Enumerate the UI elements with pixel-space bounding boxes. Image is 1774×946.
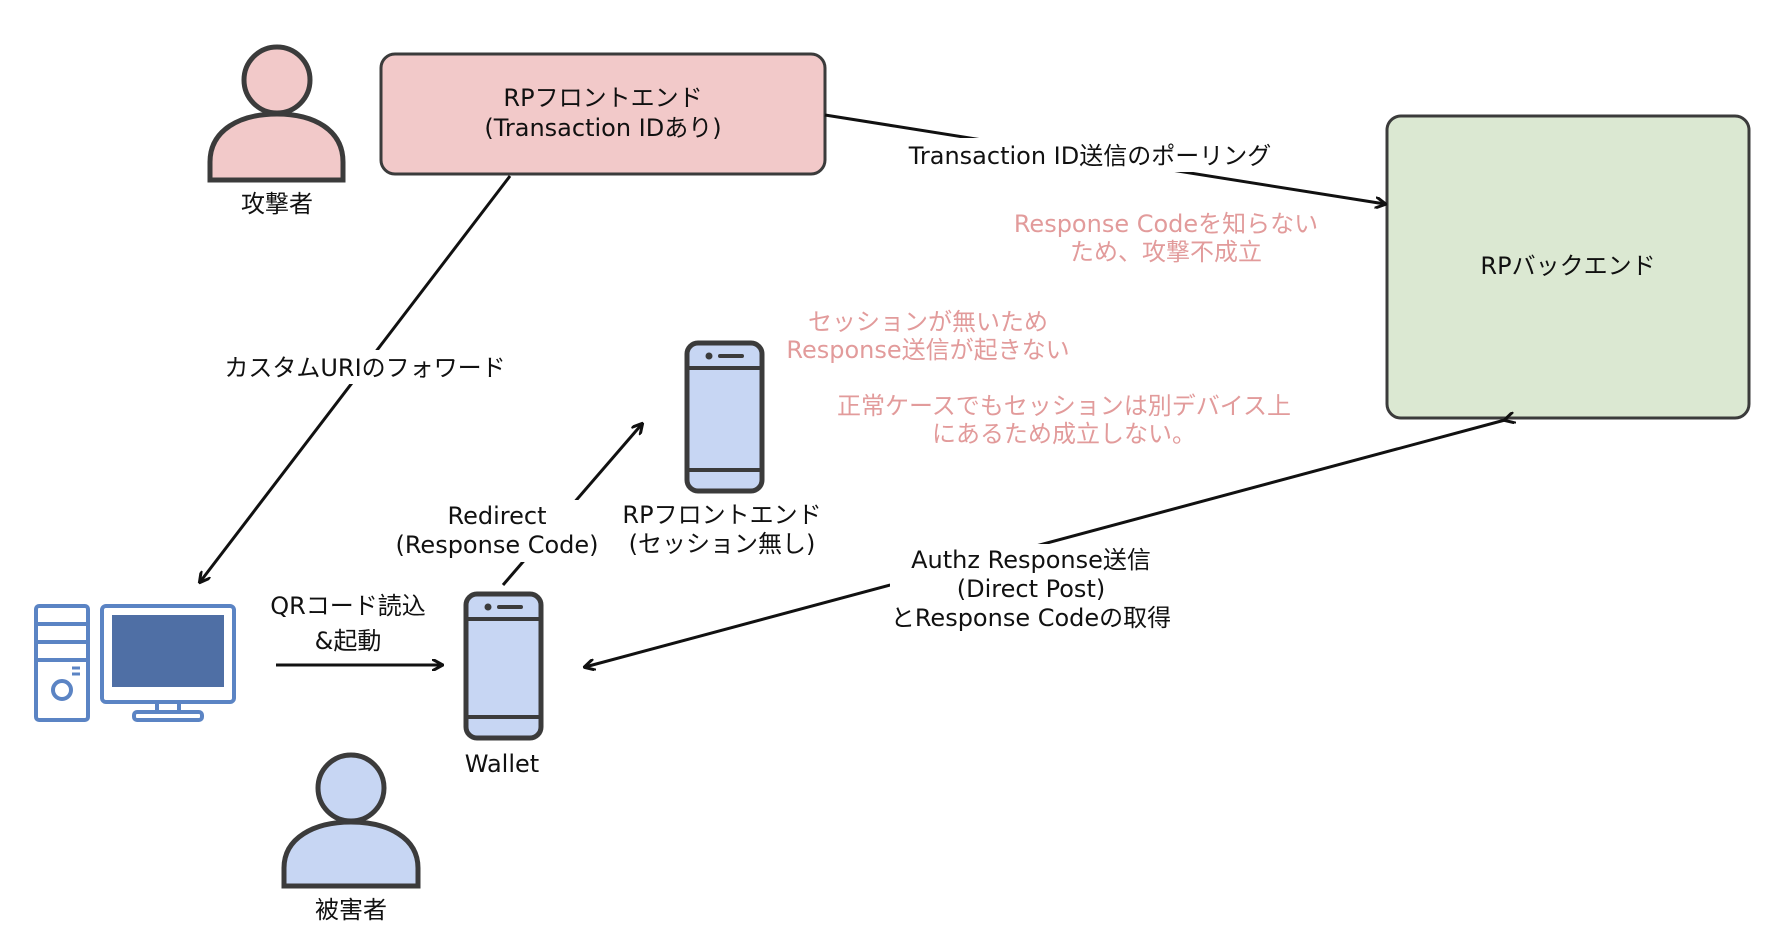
no-code-note-line1: Response Codeを知らない bbox=[1014, 210, 1318, 238]
wallet-smartphone-icon bbox=[463, 591, 544, 741]
forward-label: カスタムURIのフォワード bbox=[224, 354, 505, 382]
attacker-person-icon bbox=[207, 44, 346, 183]
rp-frontend-attacker-box: RPフロントエンド (Transaction IDあり) bbox=[379, 52, 827, 176]
no-session-note-line2: Response送信が起きない bbox=[786, 336, 1069, 364]
polling-label-bg bbox=[910, 138, 1270, 172]
rp-frontend-victim-subtitle: (セッション無し) bbox=[629, 530, 816, 558]
victim-person-icon bbox=[281, 752, 421, 889]
redirect-label-line2: (Response Code) bbox=[395, 531, 598, 559]
rp-frontend-victim-smartphone-icon bbox=[684, 340, 765, 494]
rp-frontend-victim-title: RPフロントエンド bbox=[622, 501, 821, 529]
authz-label-line2: (Direct Post) bbox=[957, 575, 1105, 603]
rp-backend-box: RPバックエンド bbox=[1385, 114, 1751, 420]
rp-frontend-attacker-title: RPフロントエンド bbox=[503, 84, 702, 112]
qr-label-line2: &起動 bbox=[315, 627, 382, 655]
normal-case-note-line2: にあるため成立しない。 bbox=[932, 420, 1196, 448]
no-code-note-line2: ため、攻撃不成立 bbox=[1070, 238, 1262, 266]
victim-label: 被害者 bbox=[315, 896, 387, 924]
redirect-label-line1: Redirect bbox=[448, 502, 547, 530]
qr-label-line1: QRコード読込 bbox=[270, 592, 426, 620]
authz-label-line3: とResponse Codeの取得 bbox=[891, 604, 1171, 632]
desktop-computer-icon bbox=[34, 604, 236, 722]
wallet-label: Wallet bbox=[465, 750, 539, 778]
authz-arrow bbox=[585, 420, 1505, 667]
forward-label-bg bbox=[220, 350, 510, 384]
authz-label-bg bbox=[890, 544, 1180, 636]
normal-case-note-line1: 正常ケースでもセッションは別デバイス上 bbox=[837, 392, 1291, 420]
authz-label-line1: Authz Response送信 bbox=[911, 546, 1151, 574]
rp-backend-label: RPバックエンド bbox=[1480, 252, 1655, 280]
attacker-label: 攻撃者 bbox=[241, 190, 313, 218]
no-session-note-line1: セッションが無いため bbox=[808, 308, 1048, 336]
rp-frontend-attacker-subtitle: (Transaction IDあり) bbox=[484, 114, 721, 142]
polling-label: Transaction ID送信のポーリング bbox=[908, 142, 1271, 170]
redirect-label-bg bbox=[402, 500, 594, 562]
